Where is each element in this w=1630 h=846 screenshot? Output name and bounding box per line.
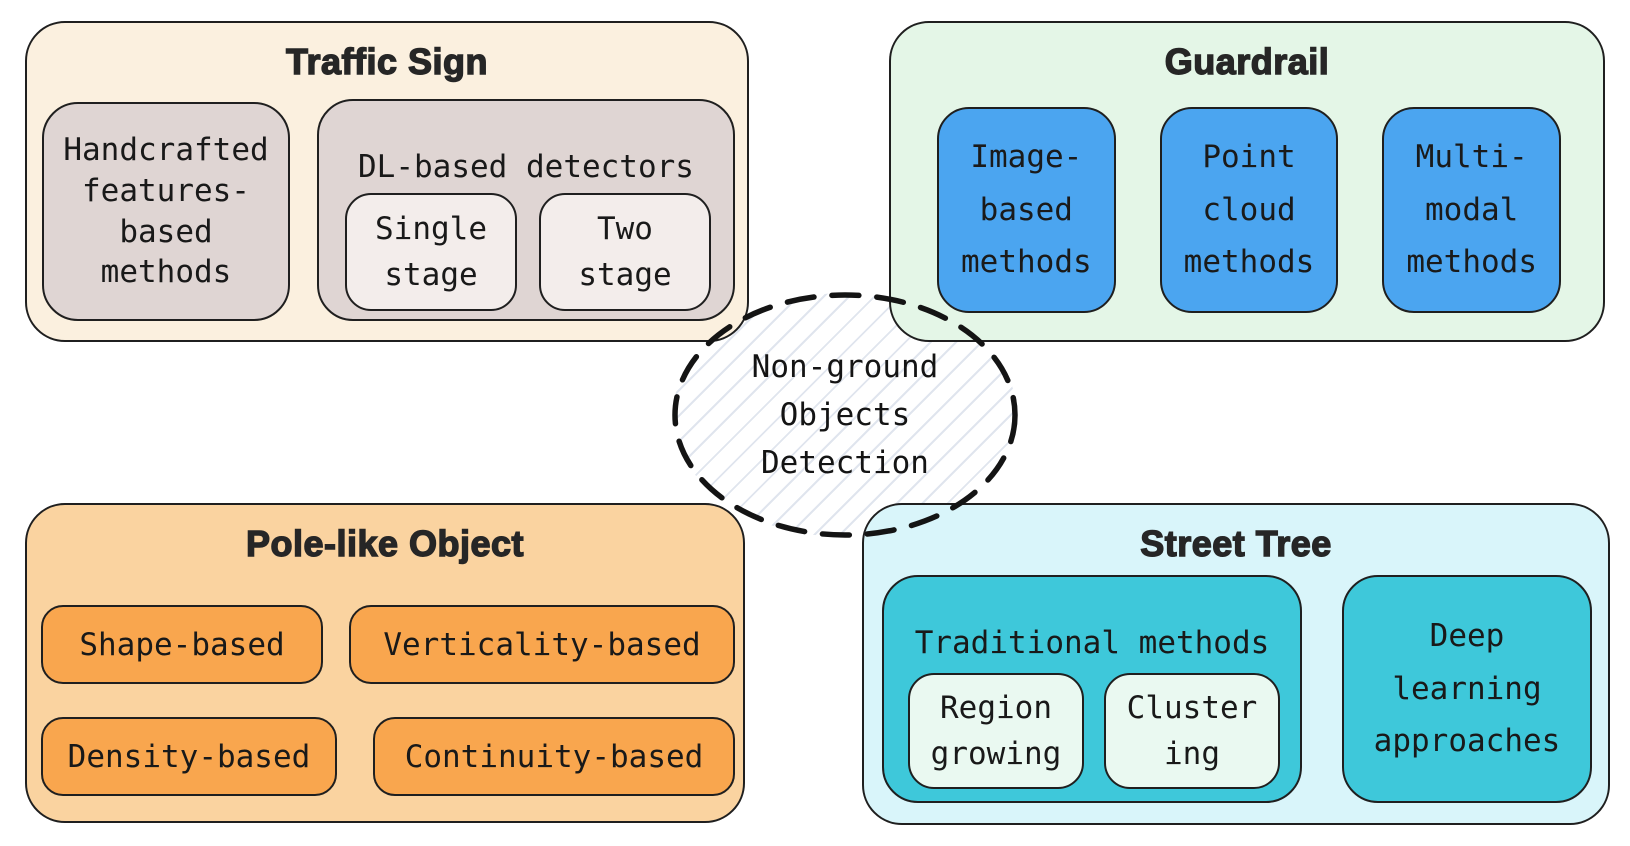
node-image-based-methods: Image- based methods (937, 107, 1116, 313)
node-shape-based: Shape-based (41, 605, 323, 684)
node-single-stage: Single stage (345, 193, 517, 311)
traffic-sign-title: Traffic Sign (285, 40, 489, 82)
street-tree-title: Street Tree (1139, 522, 1332, 564)
node-verticality-based: Verticality-based (349, 605, 735, 684)
guardrail-title: Guardrail (1164, 40, 1330, 82)
node-continuity-based: Continuity-based (373, 717, 735, 796)
pole-like-object-title: Pole-like Object (245, 522, 525, 564)
node-two-stage: Two stage (539, 193, 711, 311)
traditional-methods-label: Traditional methods (914, 625, 1270, 661)
node-region-growing: Region growing (908, 673, 1084, 789)
panel-pole-like-object: Pole-like Object Shape-based Verticality… (25, 503, 745, 823)
node-point-cloud-methods: Point cloud methods (1159, 107, 1339, 313)
node-density-based: Density-based (41, 717, 337, 796)
center-ellipse-label: Non-ground Objects Detection (751, 348, 939, 482)
guardrail-node-row: Image- based methods Point cloud methods… (937, 107, 1562, 313)
panel-guardrail: Guardrail Image- based methods Point clo… (889, 21, 1605, 342)
node-dl-based-detectors: DL-based detectors Single stage Two stag… (317, 99, 735, 321)
node-multi-modal-methods: Multi- modal methods (1382, 107, 1562, 313)
center-ellipse-dashed-border (672, 292, 1018, 538)
panel-street-tree: Street Tree Traditional methods Region g… (862, 503, 1610, 825)
node-deep-learning-approaches: Deep learning approaches (1342, 575, 1592, 803)
node-handcrafted-features-methods: Handcrafted features- based methods (42, 102, 290, 321)
node-traditional-methods: Traditional methods Region growing Clust… (882, 575, 1302, 803)
panel-traffic-sign: Traffic Sign Handcrafted features- based… (25, 21, 749, 342)
dl-based-detectors-label: DL-based detectors (358, 149, 694, 185)
node-clustering: Cluster ing (1104, 673, 1280, 789)
